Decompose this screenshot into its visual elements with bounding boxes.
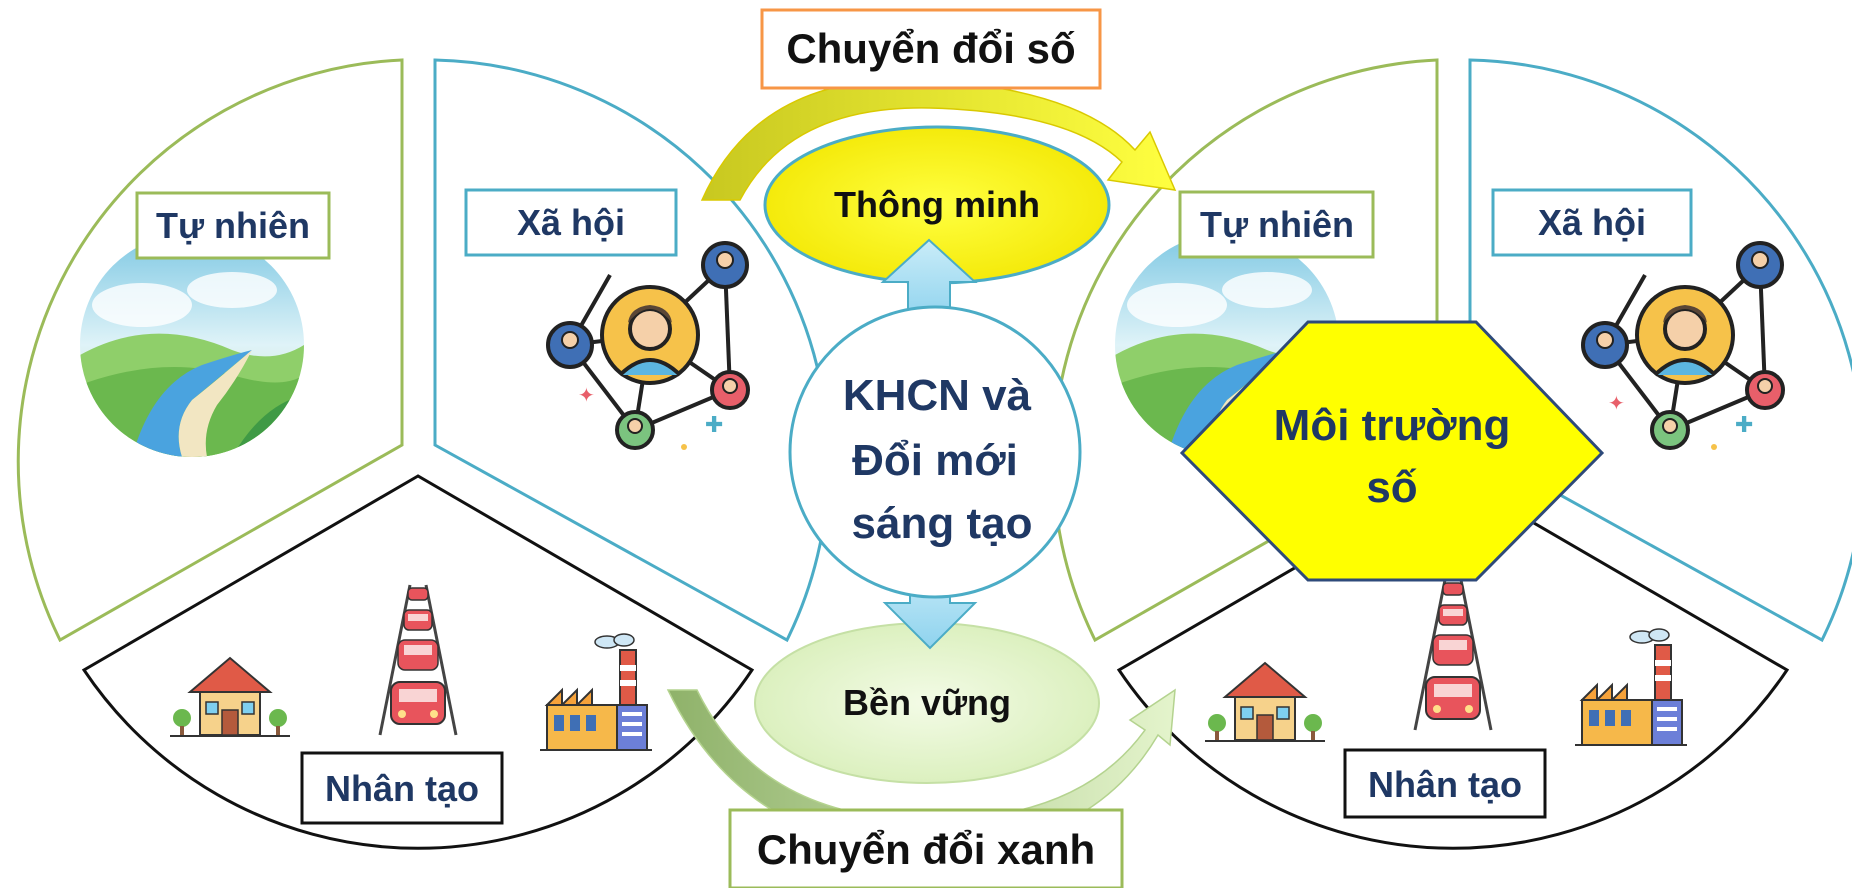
left-artificial-label: Nhân tạo [325, 768, 479, 809]
digital-environment-line2: số [1366, 463, 1417, 512]
svg-text:✦: ✦ [578, 385, 595, 407]
green-transformation-box: Chuyển đổi xanh [728, 808, 1124, 888]
left-artificial-label-box: Nhân tạo [300, 751, 504, 825]
right-circle: ✦ ✚ Tự nhiên Xã hội Nhân tạo Môi trường … [1051, 58, 1852, 850]
sustainable-oval: Bền vững [754, 622, 1100, 784]
left-nature-label: Tự nhiên [156, 205, 310, 246]
left-circle: ✦ ✚ Tự nhiên Xã hội Nhân tạo [16, 58, 831, 850]
svg-text:✦: ✦ [1608, 393, 1625, 415]
left-nature-image [80, 233, 304, 457]
core-line-3: sáng tạo [852, 499, 1033, 548]
right-nature-label-box: Tự nhiên [1178, 190, 1375, 259]
left-nature-label-box: Tự nhiên [135, 191, 331, 260]
digital-environment-line1: Môi trường [1274, 401, 1511, 450]
right-artificial-label: Nhân tạo [1368, 764, 1522, 805]
sustainable-label: Bền vững [843, 682, 1011, 723]
right-society-label-box: Xã hội [1491, 188, 1693, 257]
innovation-core-circle: KHCN và Đổi mới sáng tạo [788, 305, 1082, 599]
svg-text:✚: ✚ [1735, 412, 1753, 437]
right-nature-label: Tự nhiên [1200, 204, 1354, 245]
left-society-label: Xã hội [517, 202, 625, 243]
green-transformation-label: Chuyển đổi xanh [757, 826, 1095, 873]
digital-environment-hexagon: Môi trường số [1179, 320, 1605, 582]
digital-transformation-box: Chuyển đổi số [760, 8, 1102, 90]
core-line-2: Đổi mới [852, 436, 1018, 485]
left-society-label-box: Xã hội [464, 188, 678, 257]
digital-transformation-label: Chuyển đổi số [786, 25, 1075, 72]
smart-label: Thông minh [834, 184, 1040, 225]
core-line-1: KHCN và [843, 371, 1032, 420]
svg-text:✚: ✚ [705, 412, 723, 437]
right-artificial-label-box: Nhân tạo [1343, 748, 1547, 819]
right-society-label: Xã hội [1538, 202, 1646, 243]
smart-oval: Thông minh [763, 125, 1111, 285]
